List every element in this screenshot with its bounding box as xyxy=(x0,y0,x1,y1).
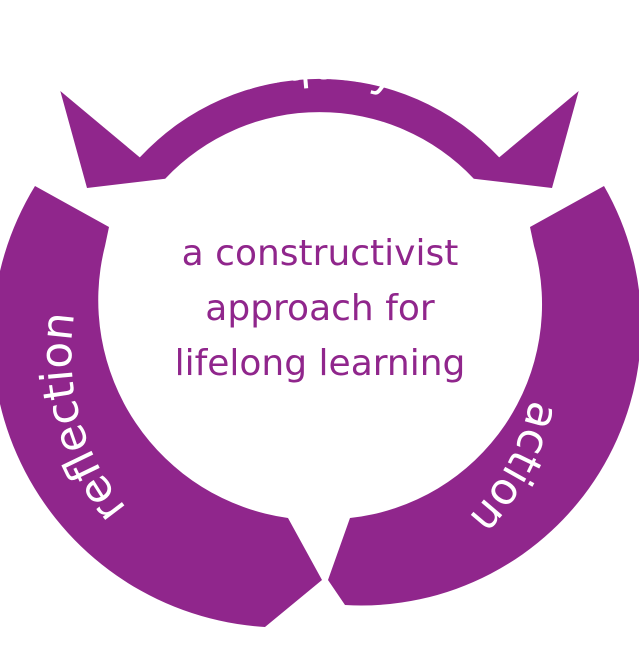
action-arrow xyxy=(328,186,639,606)
center-line-3: lifelong learning xyxy=(174,343,466,384)
reflection-arrow xyxy=(0,186,322,627)
center-line-2: approach for xyxy=(205,288,435,329)
center-caption: a constructivist approach for lifelong l… xyxy=(150,226,490,391)
center-line-1: a constructivist xyxy=(181,233,459,274)
inquiry-arrow xyxy=(60,78,579,188)
